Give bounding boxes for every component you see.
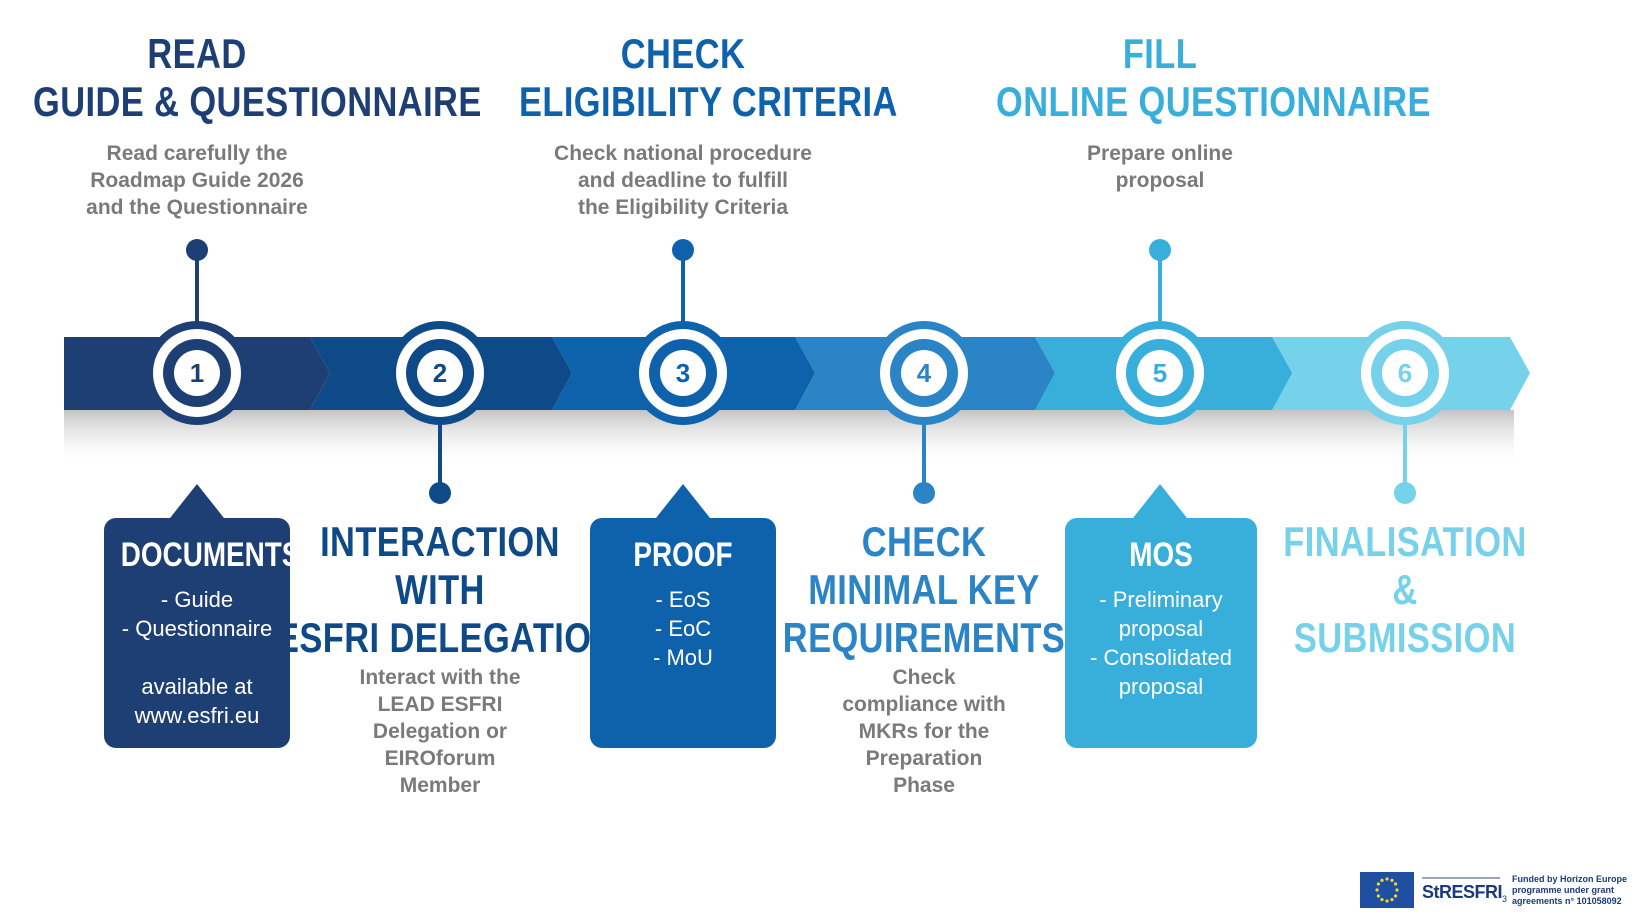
- mos-box-line: - Consolidated: [1090, 645, 1232, 670]
- eu-flag-logo: [1360, 872, 1414, 908]
- box-pointer-5: [1133, 484, 1187, 518]
- eu-stars-icon: [1375, 877, 1399, 903]
- step-5-description: Prepare online proposal: [1087, 142, 1233, 192]
- step-3-description: Check national procedure and deadline to…: [554, 142, 812, 219]
- box-pointer-3: [656, 484, 710, 518]
- proof-box: PROOF - EoS - EoC - MoU: [590, 518, 776, 748]
- connector-up-3: [672, 239, 694, 330]
- box-pointer-1: [170, 484, 224, 518]
- proof-box-title: PROOF: [633, 536, 733, 574]
- funding-notice: Funded by Horizon Europe programme under…: [1512, 874, 1627, 906]
- documents-box-line: - Questionnaire: [121, 616, 273, 641]
- connector-down-4: [913, 415, 935, 504]
- step-number-5: 5: [1137, 350, 1183, 396]
- step-4-description: Check compliance with MKRs for the Prepa…: [842, 666, 1006, 797]
- stresfri-logo: StRESFRI3: [1422, 877, 1507, 909]
- step-1-description: Read carefully the Roadmap Guide 2026 an…: [86, 142, 308, 219]
- step-5-title: FILL ONLINE QUESTIONNAIRE: [996, 30, 1431, 125]
- connector-up-1: [186, 239, 208, 330]
- step-4-title: CHECK MINIMAL KEY REQUIREMENTS: [782, 518, 1066, 661]
- documents-box-line: [104, 643, 290, 672]
- mos-box-line: proposal: [1118, 674, 1204, 699]
- step-3-title: CHECK ELIGIBILITY CRITERIA: [519, 30, 898, 125]
- connector-down-6: [1394, 415, 1416, 504]
- step-number-6: 6: [1382, 350, 1428, 396]
- mos-box-title: MOS: [1129, 536, 1193, 574]
- step-number-2: 2: [417, 350, 463, 396]
- connector-down-2: [429, 415, 451, 504]
- step-2-title: INTERACTION WITH ESFRI DELEGATION: [276, 518, 617, 661]
- connector-up-5: [1149, 239, 1171, 330]
- step-number-3: 3: [660, 350, 706, 396]
- documents-box-title: DOCUMENTS: [120, 536, 301, 574]
- proof-box-line: - EoS: [655, 587, 711, 612]
- documents-box-line: www.esfri.eu: [134, 703, 260, 728]
- proof-box-line: - EoC: [654, 616, 712, 641]
- step-2-description: Interact with the LEAD ESFRI Delegation …: [359, 666, 521, 797]
- step-1-title: READ GUIDE & QUESTIONNAIRE: [33, 30, 482, 125]
- mos-box-line: - Preliminary: [1099, 587, 1223, 612]
- step-6-title: FINALISATION & SUBMISSION: [1283, 518, 1527, 661]
- documents-box-line: available at: [141, 674, 253, 699]
- mos-box-line: proposal: [1118, 616, 1204, 641]
- stresfri-logo-subscript: 3: [1502, 894, 1508, 905]
- step-number-1: 1: [174, 350, 220, 396]
- arrow-shadow: [64, 410, 1514, 468]
- documents-box-line: - Guide: [160, 587, 234, 612]
- step-number-4: 4: [901, 350, 947, 396]
- stresfri-logo-text: StRESFRI: [1422, 882, 1503, 902]
- documents-box: DOCUMENTS - Guide - Questionnaire availa…: [104, 518, 301, 748]
- proof-box-line: - MoU: [653, 645, 713, 670]
- mos-box: MOS - Preliminary proposal - Consolidate…: [1065, 518, 1257, 748]
